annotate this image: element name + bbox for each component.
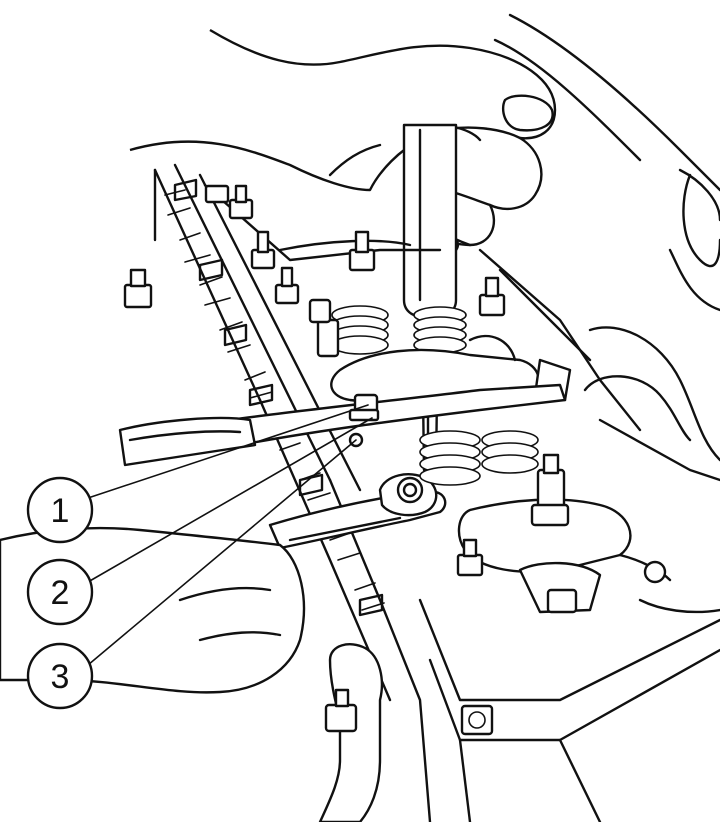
stud-nut-e	[478, 276, 506, 317]
callout-3-label: 3	[51, 658, 70, 696]
bottom-bracket	[318, 643, 494, 822]
upper-right-casting	[493, 13, 720, 312]
rail-studs	[123, 184, 506, 317]
rocker-arm-front	[456, 453, 672, 614]
callout-1: 1	[26, 476, 94, 544]
stud-nut-d	[348, 230, 376, 272]
cylinder-head-left-wall	[153, 163, 432, 822]
wrench	[268, 473, 447, 550]
valve-springs-front	[419, 430, 539, 486]
leader-line-2	[87, 417, 373, 583]
rocker-deck	[203, 183, 720, 822]
callout-2-label: 2	[51, 574, 70, 612]
upper-hand	[129, 28, 557, 258]
leader-line-1	[87, 404, 369, 499]
callout-3: 3	[26, 642, 94, 710]
callout-2: 2	[26, 558, 94, 626]
callout-1-label: 1	[51, 492, 70, 530]
stud-nut-left	[123, 268, 153, 309]
stud-nut-b	[250, 230, 276, 270]
leader-line-3	[87, 439, 357, 666]
adjusting-screw-locknut	[348, 393, 380, 448]
stud-nut-c	[274, 266, 300, 305]
stud-nut-a	[228, 184, 254, 220]
leader-lines	[87, 404, 373, 666]
valve-springs-rear	[308, 298, 467, 358]
stud-nut-top	[204, 184, 230, 204]
feeler-gauge	[118, 383, 567, 467]
